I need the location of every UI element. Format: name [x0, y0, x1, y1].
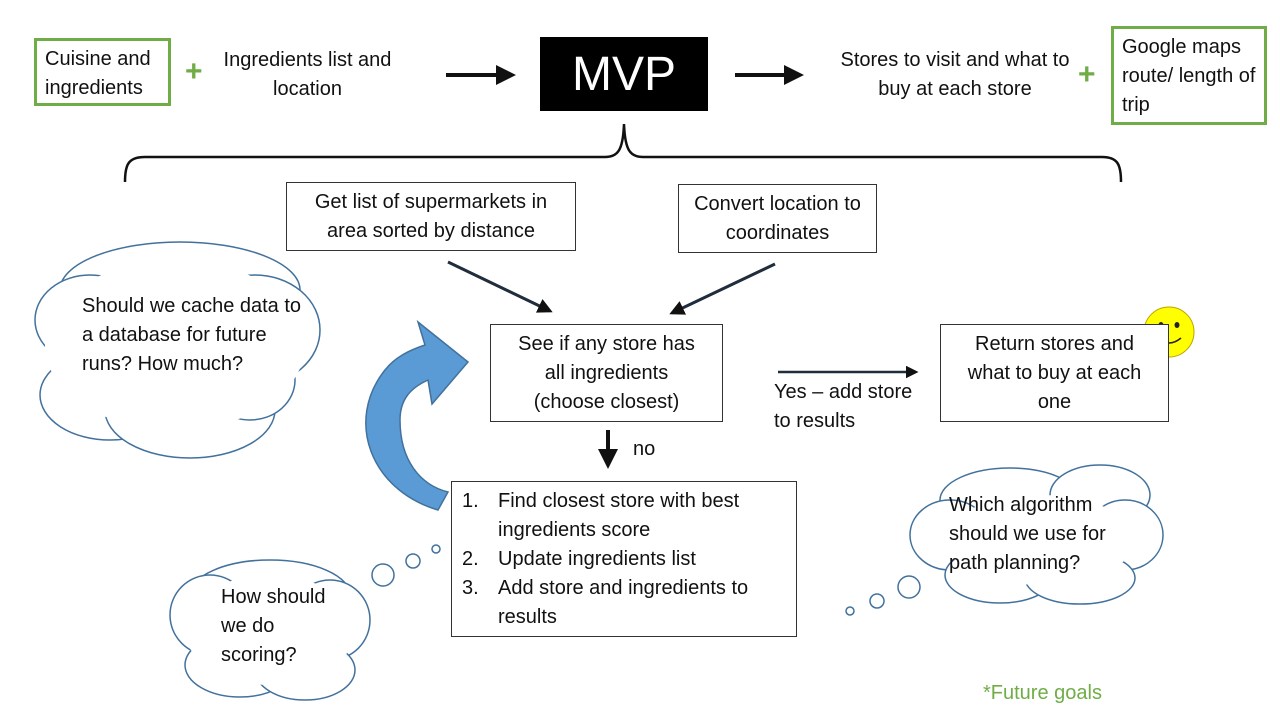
return-stores-label: Return stores and what to buy at each on…: [967, 332, 1142, 413]
loop-step-number: 1.: [462, 490, 479, 512]
loop-step-item: 2. Update ingredients list: [462, 545, 786, 574]
loop-step-text: Update ingredients list: [498, 548, 696, 570]
stores-to-visit-label: Stores to visit and what to buy at each …: [840, 49, 1070, 100]
google-maps-box: Google maps route/ length of trip: [1111, 26, 1267, 125]
thought-bubbles-scoring: [371, 544, 441, 587]
thought-cloud-algorithm: [909, 464, 1164, 605]
convert-location-label: Convert location to coordinates: [694, 192, 861, 244]
loop-step-item: 3. Add store and ingredients to results: [462, 574, 786, 632]
yes-label: Yes – add store to results: [774, 381, 913, 432]
supermarkets-label: Get list of supermarkets in area sorted …: [314, 190, 548, 242]
cuisine-ingredients-label: Cuisine and ingredients: [45, 48, 151, 99]
loop-steps-box: 1. Find closest store with best ingredien…: [451, 481, 797, 637]
google-maps-label: Google maps route/ length of trip: [1122, 36, 1256, 116]
plus-icon: +: [185, 55, 203, 88]
plus-icon: +: [1078, 58, 1096, 91]
check-store-label: See if any store has all ingredients (ch…: [518, 332, 695, 413]
return-stores-box: Return stores and what to buy at each on…: [940, 324, 1169, 422]
check-store-box: See if any store has all ingredients (ch…: [490, 324, 723, 422]
thought-cloud-scoring: [169, 559, 371, 701]
algorithm-question: Which algorithm should we use for path p…: [949, 494, 1106, 574]
loop-step-number: 3.: [462, 577, 479, 599]
convert-location-box: Convert location to coordinates: [678, 184, 877, 253]
supermarkets-box: Get list of supermarkets in area sorted …: [286, 182, 576, 251]
arrow-coordinates-to-check: [669, 262, 776, 315]
loop-arrow: [365, 319, 470, 511]
cuisine-ingredients-box: Cuisine and ingredients: [34, 38, 171, 106]
thought-cloud-cache: [34, 241, 321, 459]
thought-bubbles-algorithm: [845, 575, 921, 616]
loop-steps-list: 1. Find closest store with best ingredien…: [462, 487, 786, 632]
mvp-box: MVP: [540, 37, 708, 111]
ingredients-location-label: Ingredients list and location: [223, 49, 392, 100]
no-label: no: [633, 438, 656, 460]
loop-step-text: Find closest store with best ingredients…: [498, 490, 740, 541]
loop-step-text: Add store and ingredients to results: [498, 577, 749, 628]
cache-question: Should we cache data to a database for f…: [82, 295, 302, 375]
arrow-supermarkets-to-check: [447, 260, 553, 313]
loop-step-number: 2.: [462, 548, 479, 570]
loop-step-item: 1. Find closest store with best ingredien…: [462, 487, 786, 545]
mvp-label: MVP: [571, 47, 676, 101]
scoring-question: How should we do scoring?: [221, 586, 326, 666]
mvp-brace: [123, 123, 1123, 183]
future-goals-note: *Future goals: [983, 682, 1102, 704]
